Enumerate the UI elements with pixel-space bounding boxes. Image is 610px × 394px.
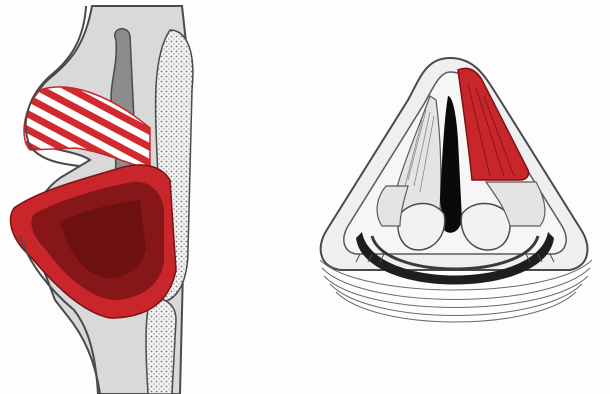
dotted-cartilage-lower [146,299,176,394]
sagittal-section-drawing [0,0,270,394]
laryngoscopic-view-drawing [300,0,610,394]
sagittal-section-panel [0,0,270,394]
laryngoscopic-view-panel [300,0,610,394]
